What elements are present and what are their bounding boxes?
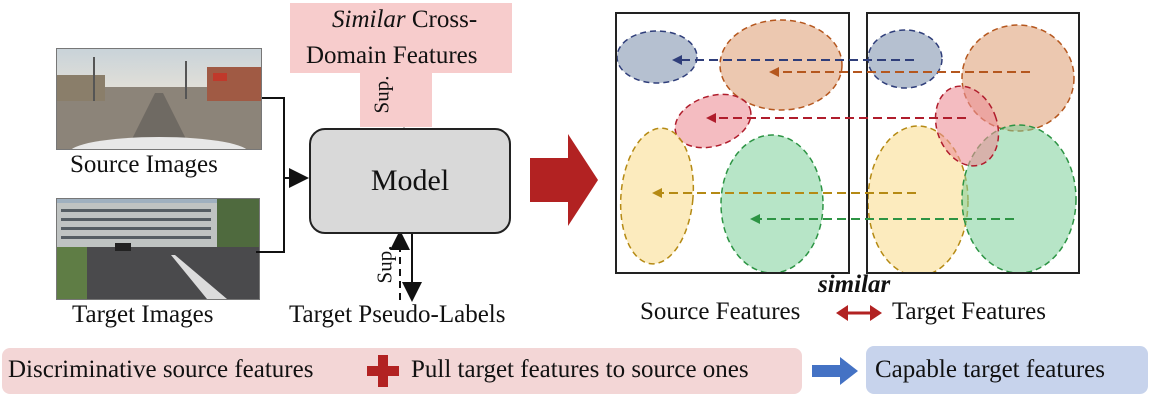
target-features-label: Target Features <box>892 298 1046 325</box>
model-label: Model <box>370 164 450 197</box>
similar-rest: Cross- <box>405 6 478 33</box>
plus-icon <box>367 355 399 387</box>
sup-connector-box <box>360 73 432 127</box>
target-features-panel <box>866 12 1080 277</box>
similar-label: similar <box>818 271 891 298</box>
legend-pink-pill <box>2 348 802 394</box>
target-images-label: Target Images <box>72 301 214 328</box>
source-clusters <box>616 19 843 274</box>
legend-capable: Capable target features <box>875 356 1105 383</box>
legend-blue-pill <box>866 346 1148 394</box>
similar-italic: Similar <box>332 6 406 33</box>
pseudo-labels-text: Target Pseudo-Labels <box>289 301 506 328</box>
similar-features-line2: Domain Features <box>306 42 478 69</box>
legend-pull: Pull target features to source ones <box>411 356 749 383</box>
source-features-label: Source Features <box>640 298 801 325</box>
model-box: Model <box>309 128 511 234</box>
similar-features-box <box>290 3 512 73</box>
legend-discriminative: Discriminative source features <box>8 356 314 383</box>
source-image <box>56 48 262 150</box>
source-images-label: Source Images <box>70 151 218 178</box>
right-arrow-icon <box>812 357 858 385</box>
target-image <box>56 198 260 300</box>
similar-features-line1: Similar Cross- <box>332 6 477 34</box>
target-clusters <box>867 24 1077 277</box>
source-features-panel <box>615 12 850 274</box>
